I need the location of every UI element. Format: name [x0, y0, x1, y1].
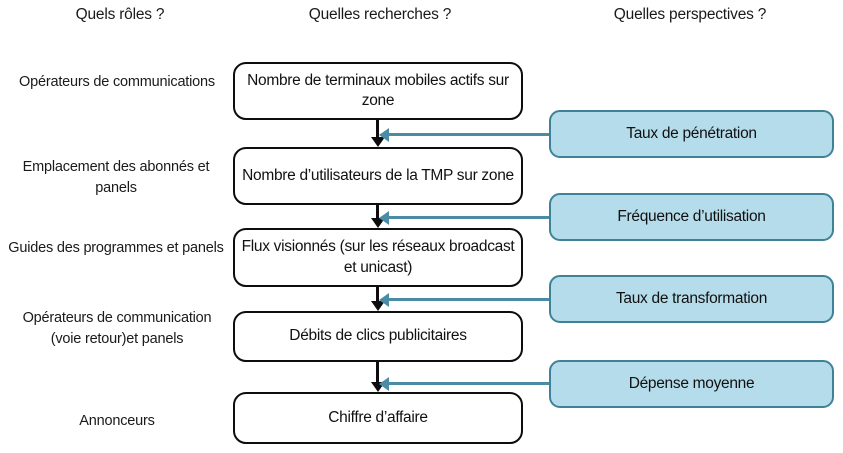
column-header-roles: Quels rôles ?: [75, 6, 165, 23]
perspective-box: Taux de transformation: [549, 275, 834, 323]
role-label: Annonceurs: [79, 413, 155, 429]
perspective-arrow-left-icon: [379, 292, 551, 307]
process-box: Flux visionnés (sur les réseaux broadcas…: [233, 228, 523, 287]
column-header-recherches: Quelles recherches ?: [308, 6, 452, 23]
perspective-arrow-left-icon: [379, 127, 551, 142]
role-label: Guides des programmes et panels: [8, 240, 224, 256]
process-box: Chiffre d’affaire: [233, 392, 523, 444]
role-label: Opérateurs de communications: [19, 74, 215, 90]
perspective-box: Dépense moyenne: [549, 360, 834, 408]
flow-arrow-down-icon: [370, 120, 385, 147]
flow-arrow-down-icon: [370, 362, 385, 392]
flow-arrow-down-icon: [370, 205, 385, 228]
perspective-box: Taux de pénétration: [549, 110, 834, 158]
perspective-arrow-left-icon: [379, 210, 551, 225]
process-box: Débits de clics publicitaires: [233, 311, 523, 362]
flow-arrow-down-icon: [370, 287, 385, 311]
role-label: Opérateurs de communication (voie retour…: [22, 310, 212, 348]
process-box: Nombre de terminaux mobiles actifs sur z…: [233, 62, 523, 120]
perspective-box: Fréquence d’utilisation: [549, 193, 834, 241]
process-box: Nombre d’utilisateurs de la TMP sur zone: [233, 147, 523, 205]
column-header-perspectives: Quelles perspectives ?: [613, 6, 767, 23]
perspective-arrow-left-icon: [379, 376, 551, 391]
role-label: Emplacement des abonnés et panels: [22, 159, 210, 197]
